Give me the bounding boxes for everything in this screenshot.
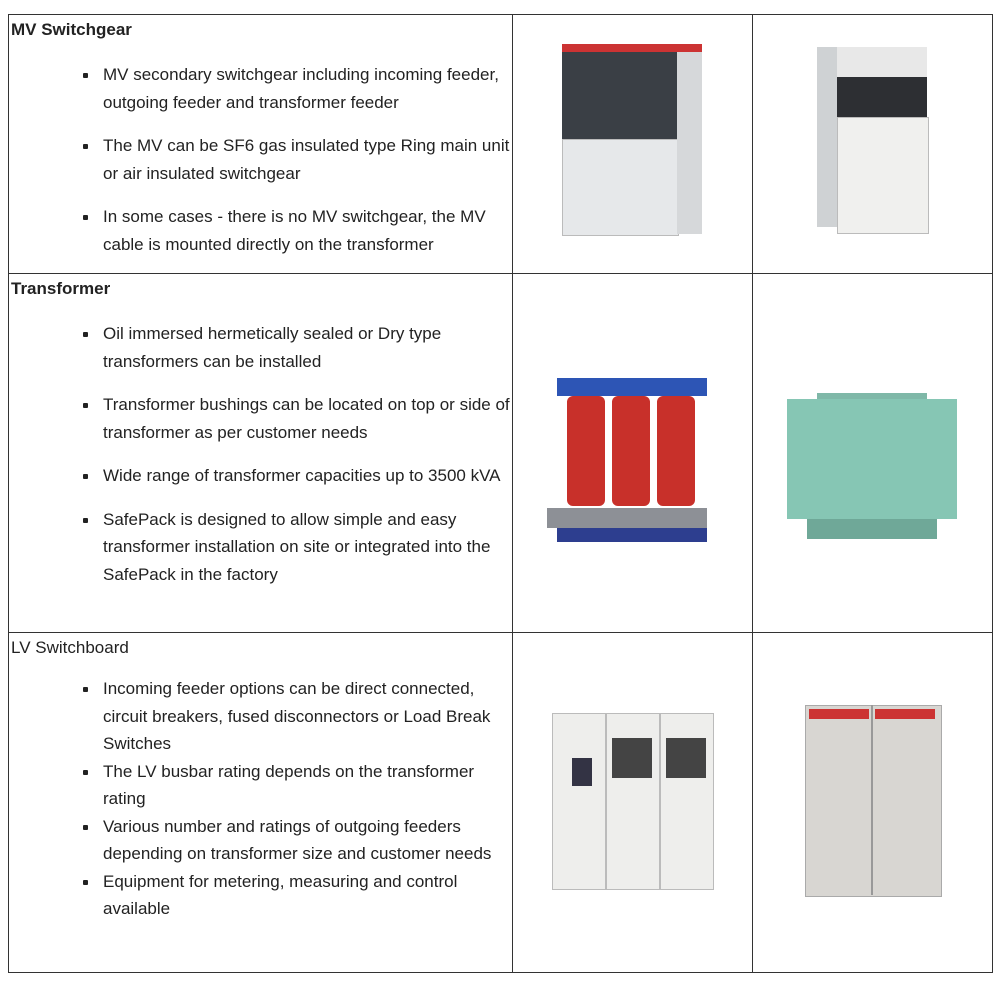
list-item: In some cases - there is no MV switchgea… <box>82 203 512 258</box>
lv-cabinet-image <box>751 632 994 973</box>
oil-transformer-image <box>751 273 994 633</box>
lv-text-cell: LV Switchboard Incoming feeder options c… <box>7 632 514 973</box>
row-mv-switchgear: MV Switchgear MV secondary switchgear in… <box>7 14 994 274</box>
rmu-image <box>512 14 753 274</box>
list-item: Various number and ratings of outgoing f… <box>82 813 512 868</box>
list-item: Wide range of transformer capacities up … <box>82 462 512 490</box>
list-item: The LV busbar rating depends on the tran… <box>82 758 512 813</box>
section-title: Transformer <box>11 279 111 298</box>
list-item: The MV can be SF6 gas insulated type Rin… <box>82 132 512 187</box>
row-transformer: Transformer Oil immersed hermetically se… <box>7 273 994 633</box>
mv-text-cell: MV Switchgear MV secondary switchgear in… <box>7 14 514 274</box>
bullet-list: Oil immersed hermetically sealed or Dry … <box>11 320 512 588</box>
bullet-list: Incoming feeder options can be direct co… <box>11 675 512 923</box>
list-item: SafePack is designed to allow simple and… <box>82 506 512 589</box>
list-item: Oil immersed hermetically sealed or Dry … <box>82 320 512 375</box>
list-item: Equipment for metering, measuring and co… <box>82 868 512 923</box>
list-item: Transformer bushings can be located on t… <box>82 391 512 446</box>
section-title: MV Switchgear <box>11 20 132 39</box>
section-title: LV Switchboard <box>11 638 129 657</box>
list-item: MV secondary switchgear including incomi… <box>82 61 512 116</box>
equipment-table: MV Switchgear MV secondary switchgear in… <box>7 14 994 973</box>
transformer-text-cell: Transformer Oil immersed hermetically se… <box>7 273 514 633</box>
dry-transformer-image <box>512 273 753 633</box>
switchgear-image <box>751 14 994 274</box>
bullet-list: MV secondary switchgear including incomi… <box>11 61 512 258</box>
lv-panel-image <box>512 632 753 973</box>
row-lv-switchboard: LV Switchboard Incoming feeder options c… <box>7 632 994 973</box>
list-item: Incoming feeder options can be direct co… <box>82 675 512 758</box>
